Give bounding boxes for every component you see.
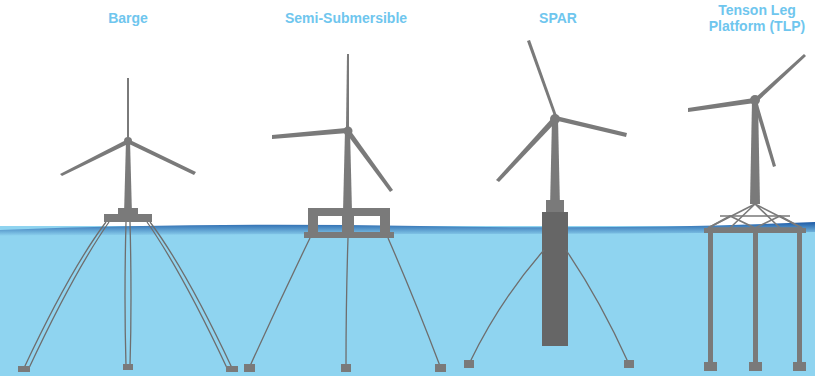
sea-surface bbox=[0, 222, 815, 236]
turbines bbox=[18, 40, 806, 372]
barge-turbine bbox=[18, 78, 238, 372]
tlp-turbine bbox=[688, 54, 806, 371]
type-label: Tenson Leg Platform (TLP) bbox=[705, 2, 809, 34]
sea bbox=[0, 226, 815, 376]
type-label: Semi-Submersible bbox=[285, 10, 407, 26]
semi-submersible-turbine bbox=[244, 54, 446, 372]
type-label: SPAR bbox=[539, 10, 577, 26]
type-label: Barge bbox=[108, 10, 148, 26]
spar-turbine bbox=[464, 40, 634, 368]
